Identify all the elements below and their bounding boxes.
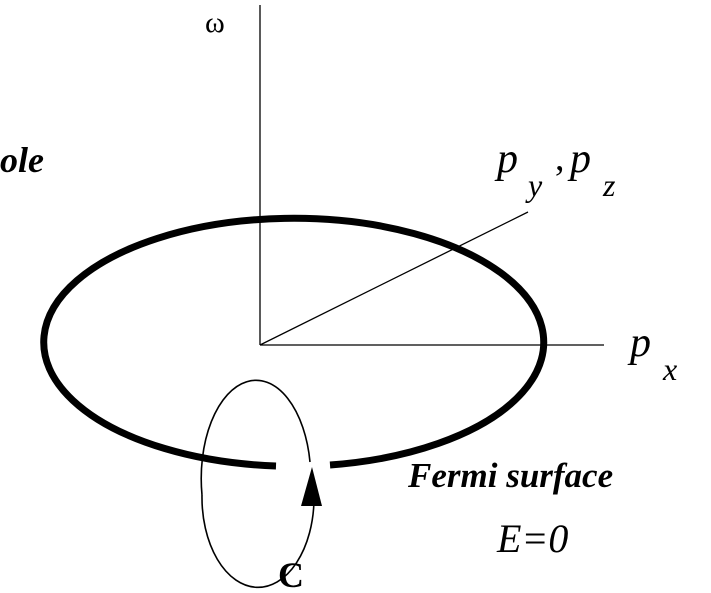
left-partial-text: ole xyxy=(0,140,44,180)
py-p: p xyxy=(494,136,518,182)
contour-c-back xyxy=(200,379,311,496)
fermi-surface-label: Fermi surface xyxy=(407,456,613,495)
px-p: p xyxy=(627,320,651,366)
py-pz-label: p y , p z xyxy=(494,136,616,203)
contour-arrowhead xyxy=(301,467,322,506)
py-comma: , xyxy=(555,137,565,179)
pz-sub: z xyxy=(602,167,616,203)
omega-label: ω xyxy=(205,6,225,39)
contour-c-label: C xyxy=(278,555,304,593)
contour-c-front xyxy=(201,494,315,589)
py-sub: y xyxy=(525,167,543,203)
fermi-surface-ring xyxy=(40,214,548,470)
energy-label: E=0 xyxy=(496,516,568,561)
py-pz-axis xyxy=(259,211,529,346)
px-label: p x xyxy=(627,320,677,387)
px-sub: x xyxy=(662,351,677,387)
pz-p: p xyxy=(567,136,591,182)
